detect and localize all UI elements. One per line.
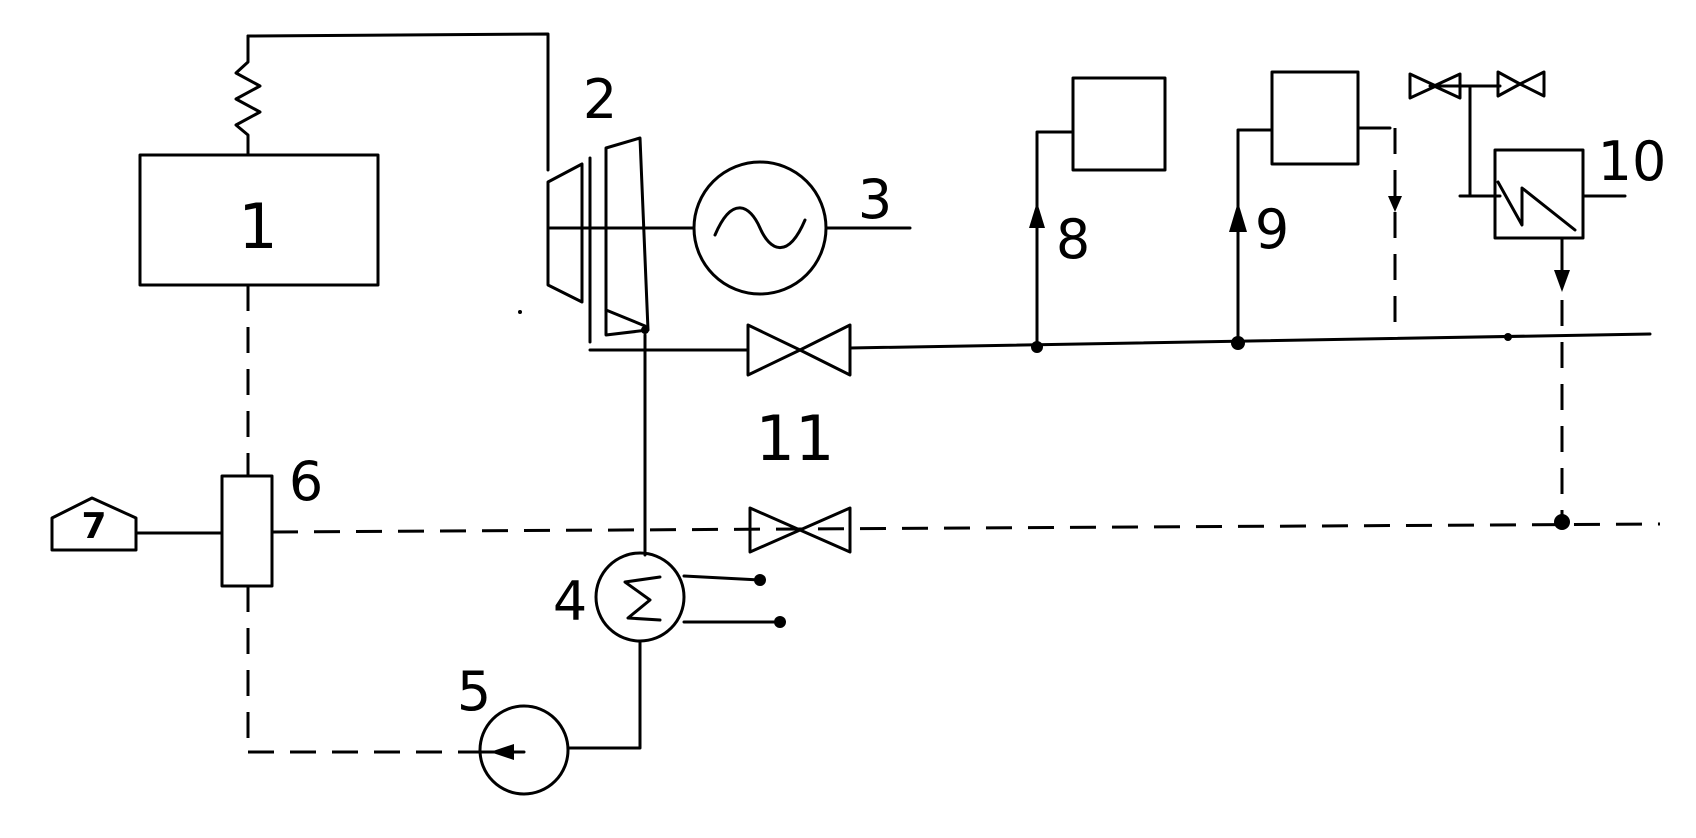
turbine-lp-section — [604, 136, 650, 337]
heater-valve-b-right — [1518, 70, 1546, 98]
turbine-blade-line — [604, 308, 647, 328]
turbine: 2 — [546, 68, 650, 344]
generator: 3 — [692, 160, 912, 296]
sensor-shape — [50, 496, 138, 552]
label-consumer-8: 8 — [1056, 208, 1090, 271]
arrow-up-9 — [1229, 202, 1247, 232]
heater-valve-b-left — [1496, 70, 1522, 98]
condenser: 4 — [553, 551, 786, 643]
label-valve: 11 — [756, 402, 835, 475]
condenser-coil — [623, 575, 662, 622]
pump-arrow — [490, 744, 514, 760]
junction-9 — [1231, 336, 1245, 350]
pump: 5 — [248, 660, 570, 796]
heater-valve-a-left — [1408, 72, 1438, 100]
cooling-out-point — [774, 616, 786, 628]
cooling-in-point — [754, 574, 766, 586]
junction-8 — [1031, 341, 1043, 353]
heater-box — [1493, 148, 1585, 240]
ac-symbol — [713, 206, 807, 250]
junction-turbine — [641, 326, 649, 334]
consumer-9-supply-line — [1236, 128, 1274, 345]
condenser-to-pump — [566, 639, 642, 750]
label-condenser: 4 — [553, 570, 587, 633]
arrow-up-8 — [1029, 202, 1045, 228]
heater: 10 — [1408, 70, 1667, 530]
header-segment-2 — [848, 332, 1652, 350]
boiler: 1 — [138, 34, 380, 287]
condenser-circle — [594, 551, 686, 643]
arrow-down-9 — [1388, 196, 1402, 212]
consumer-9: 9 — [1229, 70, 1402, 350]
valve-right — [798, 323, 852, 377]
junction-condensate — [1554, 514, 1570, 530]
label-sensor: 7 — [81, 506, 106, 547]
label-consumer-9: 9 — [1255, 198, 1289, 261]
label-generator: 3 — [858, 168, 892, 231]
boiler-box — [138, 153, 380, 287]
stray-dot — [518, 310, 522, 314]
consumer-9-box — [1270, 70, 1360, 166]
sensor: 7 — [50, 496, 224, 552]
superheater-coil — [234, 34, 262, 157]
label-heater: 10 — [1598, 130, 1667, 193]
header-valve: 11 — [746, 323, 852, 475]
condensate-return-line — [271, 522, 1661, 534]
turbine-hp-section — [546, 162, 584, 304]
label-pump: 5 — [457, 660, 491, 723]
return-valve-left — [748, 506, 802, 554]
label-controller: 6 — [289, 450, 323, 513]
steam-line — [246, 32, 550, 172]
return-valve — [748, 506, 852, 554]
cooling-water-in — [682, 574, 762, 582]
junction-header-right — [1504, 333, 1512, 341]
consumer-8-line — [1035, 130, 1075, 349]
consumer-8-box — [1071, 76, 1167, 172]
heater-valve-a-right — [1432, 72, 1462, 100]
return-valve-right — [798, 506, 852, 554]
arrow-down-10 — [1554, 270, 1570, 292]
heater-coil — [1496, 180, 1577, 232]
label-turbine: 2 — [583, 68, 617, 131]
valve-left — [746, 323, 802, 377]
controller: 6 — [220, 285, 323, 752]
controller-box — [220, 474, 274, 588]
pump-circle — [478, 704, 570, 796]
consumer-8: 8 — [1029, 76, 1167, 353]
label-boiler: 1 — [238, 190, 277, 263]
